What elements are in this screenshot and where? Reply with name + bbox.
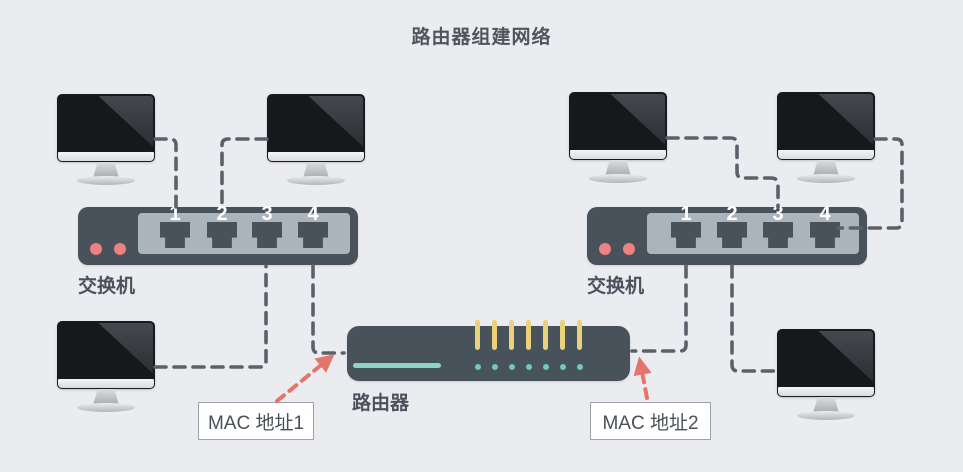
router-antenna-icon — [577, 320, 582, 350]
switch-left-port-2: 2 — [207, 204, 237, 248]
computer-stand — [93, 162, 119, 178]
router-antenna-icon — [475, 320, 480, 350]
switch-right: 1 2 3 4 — [587, 204, 867, 265]
port-number: 4 — [819, 203, 831, 225]
computer-icon — [57, 321, 155, 413]
computer-monitor — [569, 92, 667, 160]
computer-base — [797, 174, 855, 183]
router-led-icon — [543, 364, 549, 370]
router-led-icon — [577, 364, 583, 370]
computer-base — [77, 176, 135, 185]
ethernet-port-icon — [160, 222, 190, 248]
switch-left-port-1: 1 — [160, 204, 190, 248]
mac-address-1-callout: MAC 地址1 — [198, 402, 314, 440]
router-led-icon — [492, 364, 498, 370]
ethernet-port-icon — [810, 222, 840, 248]
ethernet-port-icon — [298, 222, 328, 248]
computer-monitor — [777, 92, 875, 160]
switch-right-port-3: 3 — [763, 204, 793, 248]
computer-icon — [267, 94, 365, 186]
switch-right-label: 交换机 — [587, 276, 645, 297]
computer-base — [287, 176, 345, 185]
ethernet-port-icon — [207, 222, 237, 248]
led-indicator-icon — [90, 243, 102, 255]
connector-pc3-to-right-port3 — [665, 136, 780, 209]
switch-left: 1 2 3 4 — [78, 204, 358, 265]
computer-monitor — [57, 94, 155, 162]
router-antenna-icon — [526, 320, 531, 350]
ethernet-port-icon — [252, 222, 282, 248]
diagram-title: 路由器组建网络 — [411, 27, 552, 48]
mac2-arrow — [633, 356, 652, 400]
port-number: 2 — [726, 203, 738, 225]
switch-right-port-2: 2 — [717, 204, 747, 248]
router-antenna-icon — [492, 320, 497, 350]
mac-address-1-text: MAC 地址1 — [207, 412, 305, 434]
mac-address-2-callout: MAC 地址2 — [590, 402, 711, 440]
port-number: 3 — [772, 203, 784, 225]
switch-right-port-4: 4 — [810, 204, 840, 248]
connector-left-port4-to-router — [311, 264, 346, 355]
computer-base — [77, 403, 135, 412]
switch-left-port-3: 3 — [252, 204, 282, 248]
ethernet-port-icon — [763, 222, 793, 248]
ethernet-port-icon — [671, 222, 701, 248]
router-led-icon — [560, 364, 566, 370]
router-antenna-icon — [509, 320, 514, 350]
switch-left-label: 交换机 — [78, 276, 136, 297]
mac-address-2-text: MAC 地址2 — [602, 412, 699, 434]
computer-stand — [605, 160, 631, 176]
connector-right-port2-to-pc6 — [730, 264, 778, 373]
computer-stand — [813, 397, 839, 413]
mac1-arrow — [275, 354, 335, 403]
computer-monitor — [777, 329, 875, 397]
router-led-icon — [526, 364, 532, 370]
switch-right-port-1: 1 — [671, 204, 701, 248]
ethernet-port-icon — [717, 222, 747, 248]
computer-icon — [777, 92, 875, 184]
computer-base — [797, 411, 855, 420]
port-number: 4 — [307, 203, 319, 225]
led-indicator-icon — [599, 243, 611, 255]
port-number: 2 — [216, 203, 228, 225]
router-led-icon — [475, 364, 481, 370]
port-number: 3 — [261, 203, 273, 225]
computer-icon — [777, 329, 875, 421]
port-number: 1 — [680, 203, 692, 225]
computer-base — [589, 174, 647, 183]
connector-pc2-to-left-port2 — [220, 137, 269, 209]
connector-pc5-to-left-port3 — [153, 264, 268, 369]
led-indicator-icon — [623, 243, 635, 255]
computer-icon — [569, 92, 667, 184]
computer-stand — [303, 162, 329, 178]
port-number: 1 — [169, 203, 181, 225]
router-antenna-icon — [543, 320, 548, 350]
computer-stand — [813, 160, 839, 176]
router — [347, 320, 630, 381]
computer-icon — [57, 94, 155, 186]
connector-pc1-to-left-port1 — [153, 137, 178, 209]
switch-left-port-4: 4 — [298, 204, 328, 248]
computer-stand — [93, 389, 119, 405]
router-status-bar — [353, 363, 441, 368]
computer-monitor — [57, 321, 155, 389]
router-label: 路由器 — [352, 393, 410, 414]
computer-monitor — [267, 94, 365, 162]
router-led-icon — [509, 364, 515, 370]
led-indicator-icon — [114, 243, 126, 255]
router-antenna-icon — [560, 320, 565, 350]
